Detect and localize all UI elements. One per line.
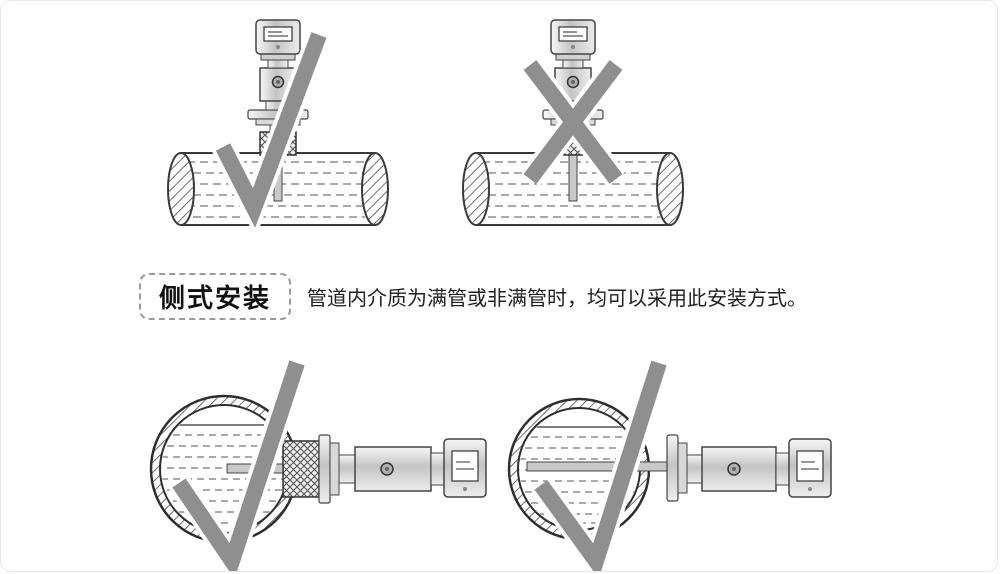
- head-button: [276, 45, 280, 49]
- head-button: [808, 487, 812, 491]
- vertical-install-incorrect-illustration: [462, 19, 684, 226]
- sensor-indicator-dot: [571, 80, 575, 84]
- diagram-vertical-install-incorrect: [448, 9, 698, 231]
- pipe-end-left: [167, 152, 195, 226]
- vertical-install-diagrams: [1, 1, 997, 231]
- section-label-box: 侧式安装: [139, 272, 292, 320]
- display-screen: [558, 26, 588, 42]
- sensor-neck: [686, 454, 703, 484]
- level-sensor-horizontal: [526, 434, 832, 502]
- check-mark-icon: [212, 30, 331, 231]
- sensor-probe: [526, 461, 668, 472]
- head-base: [260, 53, 296, 61]
- sensor-flange: [318, 434, 331, 504]
- sensor-flange-2: [677, 442, 688, 494]
- sensor-probe: [568, 152, 578, 202]
- sensor-taper: [430, 452, 445, 486]
- sensor-body: [701, 446, 777, 492]
- diagram-vertical-install-correct: [153, 9, 403, 231]
- check-mark-stroke: [215, 32, 327, 228]
- pipe-end-right: [656, 152, 684, 226]
- sensor-indicator-dot: [276, 80, 280, 84]
- sensor-neck: [338, 454, 356, 484]
- threaded-connection: [282, 440, 320, 498]
- pipe-end-left: [462, 152, 490, 226]
- display-screen: [451, 450, 479, 482]
- display-screen: [796, 450, 824, 482]
- check-mark-icon: [531, 359, 671, 571]
- cross-mark-stroke-2: [523, 60, 623, 184]
- head-button: [571, 45, 575, 49]
- side-install-section-header: 侧式安装 管道内介质为满管或非满管时，均可以采用此安装方式。: [1, 272, 997, 320]
- sensor-taper: [775, 452, 790, 486]
- side-install-short-illustration: [149, 359, 487, 571]
- sensor-indicator-dot: [385, 467, 389, 471]
- side-install-deep-illustration: [507, 359, 832, 571]
- diagram-side-install-short: [129, 347, 489, 571]
- display-screen: [263, 26, 293, 42]
- vertical-install-correct-illustration: [167, 19, 389, 231]
- check-mark-stroke: [172, 360, 305, 571]
- head-button: [463, 487, 467, 491]
- sensor-flange-2: [329, 442, 340, 496]
- section-label: 侧式安装: [159, 282, 272, 313]
- check-mark-icon: [169, 359, 309, 571]
- diagram-side-install-deep: [501, 347, 861, 571]
- head-base: [555, 53, 591, 61]
- sensor-flange: [666, 434, 679, 502]
- section-description: 管道内介质为满管或非满管时，均可以采用此安装方式。: [307, 287, 808, 310]
- side-install-diagrams: [1, 347, 997, 571]
- pipe-end-right: [361, 152, 389, 226]
- cross-mark-icon: [520, 57, 626, 187]
- sensor-indicator-dot: [732, 467, 736, 471]
- check-mark-stroke: [534, 360, 667, 571]
